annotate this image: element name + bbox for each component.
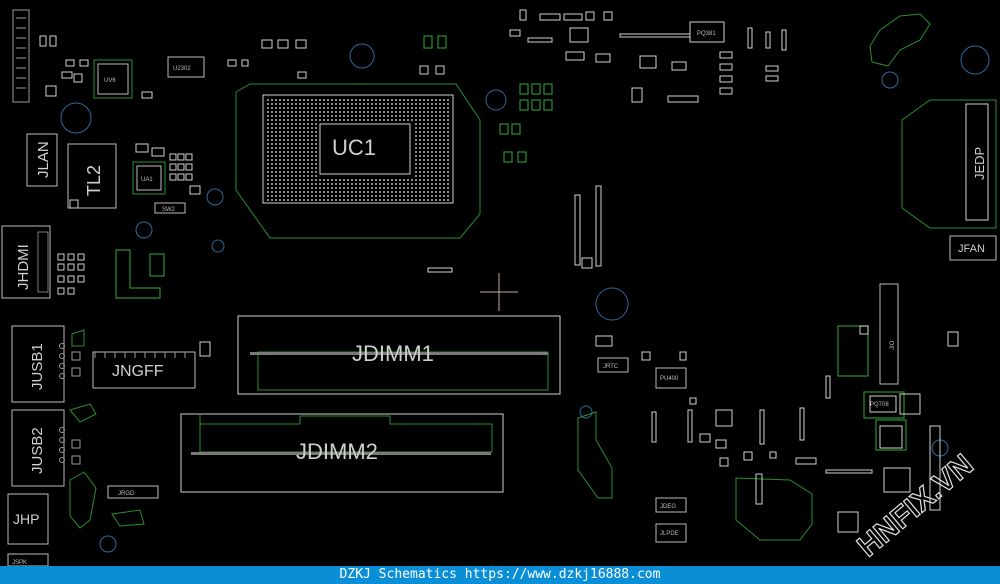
jrtc-connector[interactable]: JRTC: [597, 357, 629, 373]
pq381-label: PQ381: [697, 31, 716, 37]
jdimm2-slot[interactable]: JDIMM2: [180, 413, 504, 493]
small-parts-topleft: [39, 35, 307, 99]
jio-label: JIO: [890, 340, 896, 350]
jdimm1-slot[interactable]: JDIMM1: [237, 315, 561, 395]
crosshair-cursor: [480, 273, 518, 311]
jlpde-connector[interactable]: JLPDE: [655, 523, 687, 543]
sw2-switch[interactable]: SW2: [154, 202, 186, 214]
jhp-label: JHP: [13, 511, 39, 527]
sw2-label: SW2: [162, 207, 176, 213]
jdimm1-label: JDIMM1: [352, 341, 434, 366]
trace-green-mid: [577, 411, 613, 499]
green-pad-groups: [115, 35, 907, 451]
jlan-connector[interactable]: JLAN: [26, 133, 58, 187]
pu400-label: PU400: [660, 376, 679, 382]
jrgd-label: JRGD: [118, 491, 135, 497]
uc1-cpu[interactable]: UC1: [235, 83, 481, 239]
trace-green-lower: [735, 477, 813, 541]
top-left-connector: [12, 9, 30, 103]
pq708-label: PQ708: [870, 402, 889, 408]
jedp-connector[interactable]: JEDP: [901, 99, 997, 229]
uv6-chip[interactable]: UV6: [93, 59, 133, 99]
jlpde-label: JLPDE: [660, 531, 679, 537]
passives-lan-area: [69, 143, 201, 209]
jfan-connector[interactable]: JFAN: [949, 235, 997, 261]
jngff-label: JNGFF: [112, 363, 164, 380]
jusb1-label: JUSB1: [29, 343, 46, 390]
uv6-label: UV6: [104, 78, 116, 84]
mounting-hole-4: [595, 287, 629, 321]
jhdmi-label: JHDMI: [15, 244, 32, 290]
trace-green-topright: [869, 13, 931, 67]
mounting-hole-9: [579, 405, 593, 419]
tl2-label: TL2: [84, 165, 104, 196]
jspk-connector[interactable]: JSPK: [7, 553, 49, 566]
jhdmi-connector[interactable]: JHDMI: [1, 225, 51, 299]
jhp-connector[interactable]: JHP: [7, 493, 49, 545]
jrgd-connector[interactable]: JRGD: [107, 485, 159, 499]
mounting-hole-11: [99, 535, 117, 553]
jfan-label: JFAN: [958, 243, 985, 255]
tl2-transformer[interactable]: TL2: [67, 143, 117, 209]
mounting-hole-10: [881, 71, 899, 89]
mounting-hole-2: [485, 89, 507, 111]
footer-banner: DZKJ Schematics https://www.dzkj16888.co…: [0, 566, 1000, 584]
pu400-chip[interactable]: PU400: [655, 367, 687, 389]
uc1-bga-array: [267, 99, 449, 201]
usb-pins: [59, 343, 81, 465]
mounting-hole-3: [349, 43, 375, 69]
mounting-hole-6: [135, 221, 153, 239]
jio-connector[interactable]: JIO: [879, 283, 899, 385]
jrtc-label: JRTC: [603, 364, 619, 370]
jngff-connector[interactable]: JNGFF: [92, 351, 196, 389]
jdimm2-label: JDIMM2: [296, 439, 378, 464]
jdeg-connector[interactable]: JDEG: [655, 497, 687, 513]
hdmi-passives: [57, 253, 85, 295]
mounting-hole-8: [211, 239, 225, 253]
u2302-label: U2302: [173, 66, 191, 72]
jspk-label: JSPK: [12, 560, 27, 566]
jdeg-label: JDEG: [660, 504, 676, 510]
lower-right-parts: [595, 325, 959, 533]
mounting-hole-5: [960, 45, 990, 75]
usb-green-traces: [69, 329, 145, 529]
ngff-standoff: [199, 341, 211, 357]
u2302-chip[interactable]: U2302: [167, 56, 205, 78]
ua1-label: UA1: [141, 177, 153, 183]
mounting-hole-1: [60, 102, 92, 134]
ua1-chip[interactable]: UA1: [132, 161, 166, 195]
mounting-hole-7: [206, 188, 224, 206]
uc1-label: UC1: [332, 135, 376, 160]
jlan-label: JLAN: [35, 141, 52, 178]
top-center-parts: [419, 9, 787, 273]
jusb2-label: JUSB2: [29, 427, 46, 474]
pcb-board-view[interactable]: UV6 U2302 JLAN TL2 UA1 SW2: [0, 0, 1000, 566]
jedp-label: JEDP: [972, 147, 987, 180]
